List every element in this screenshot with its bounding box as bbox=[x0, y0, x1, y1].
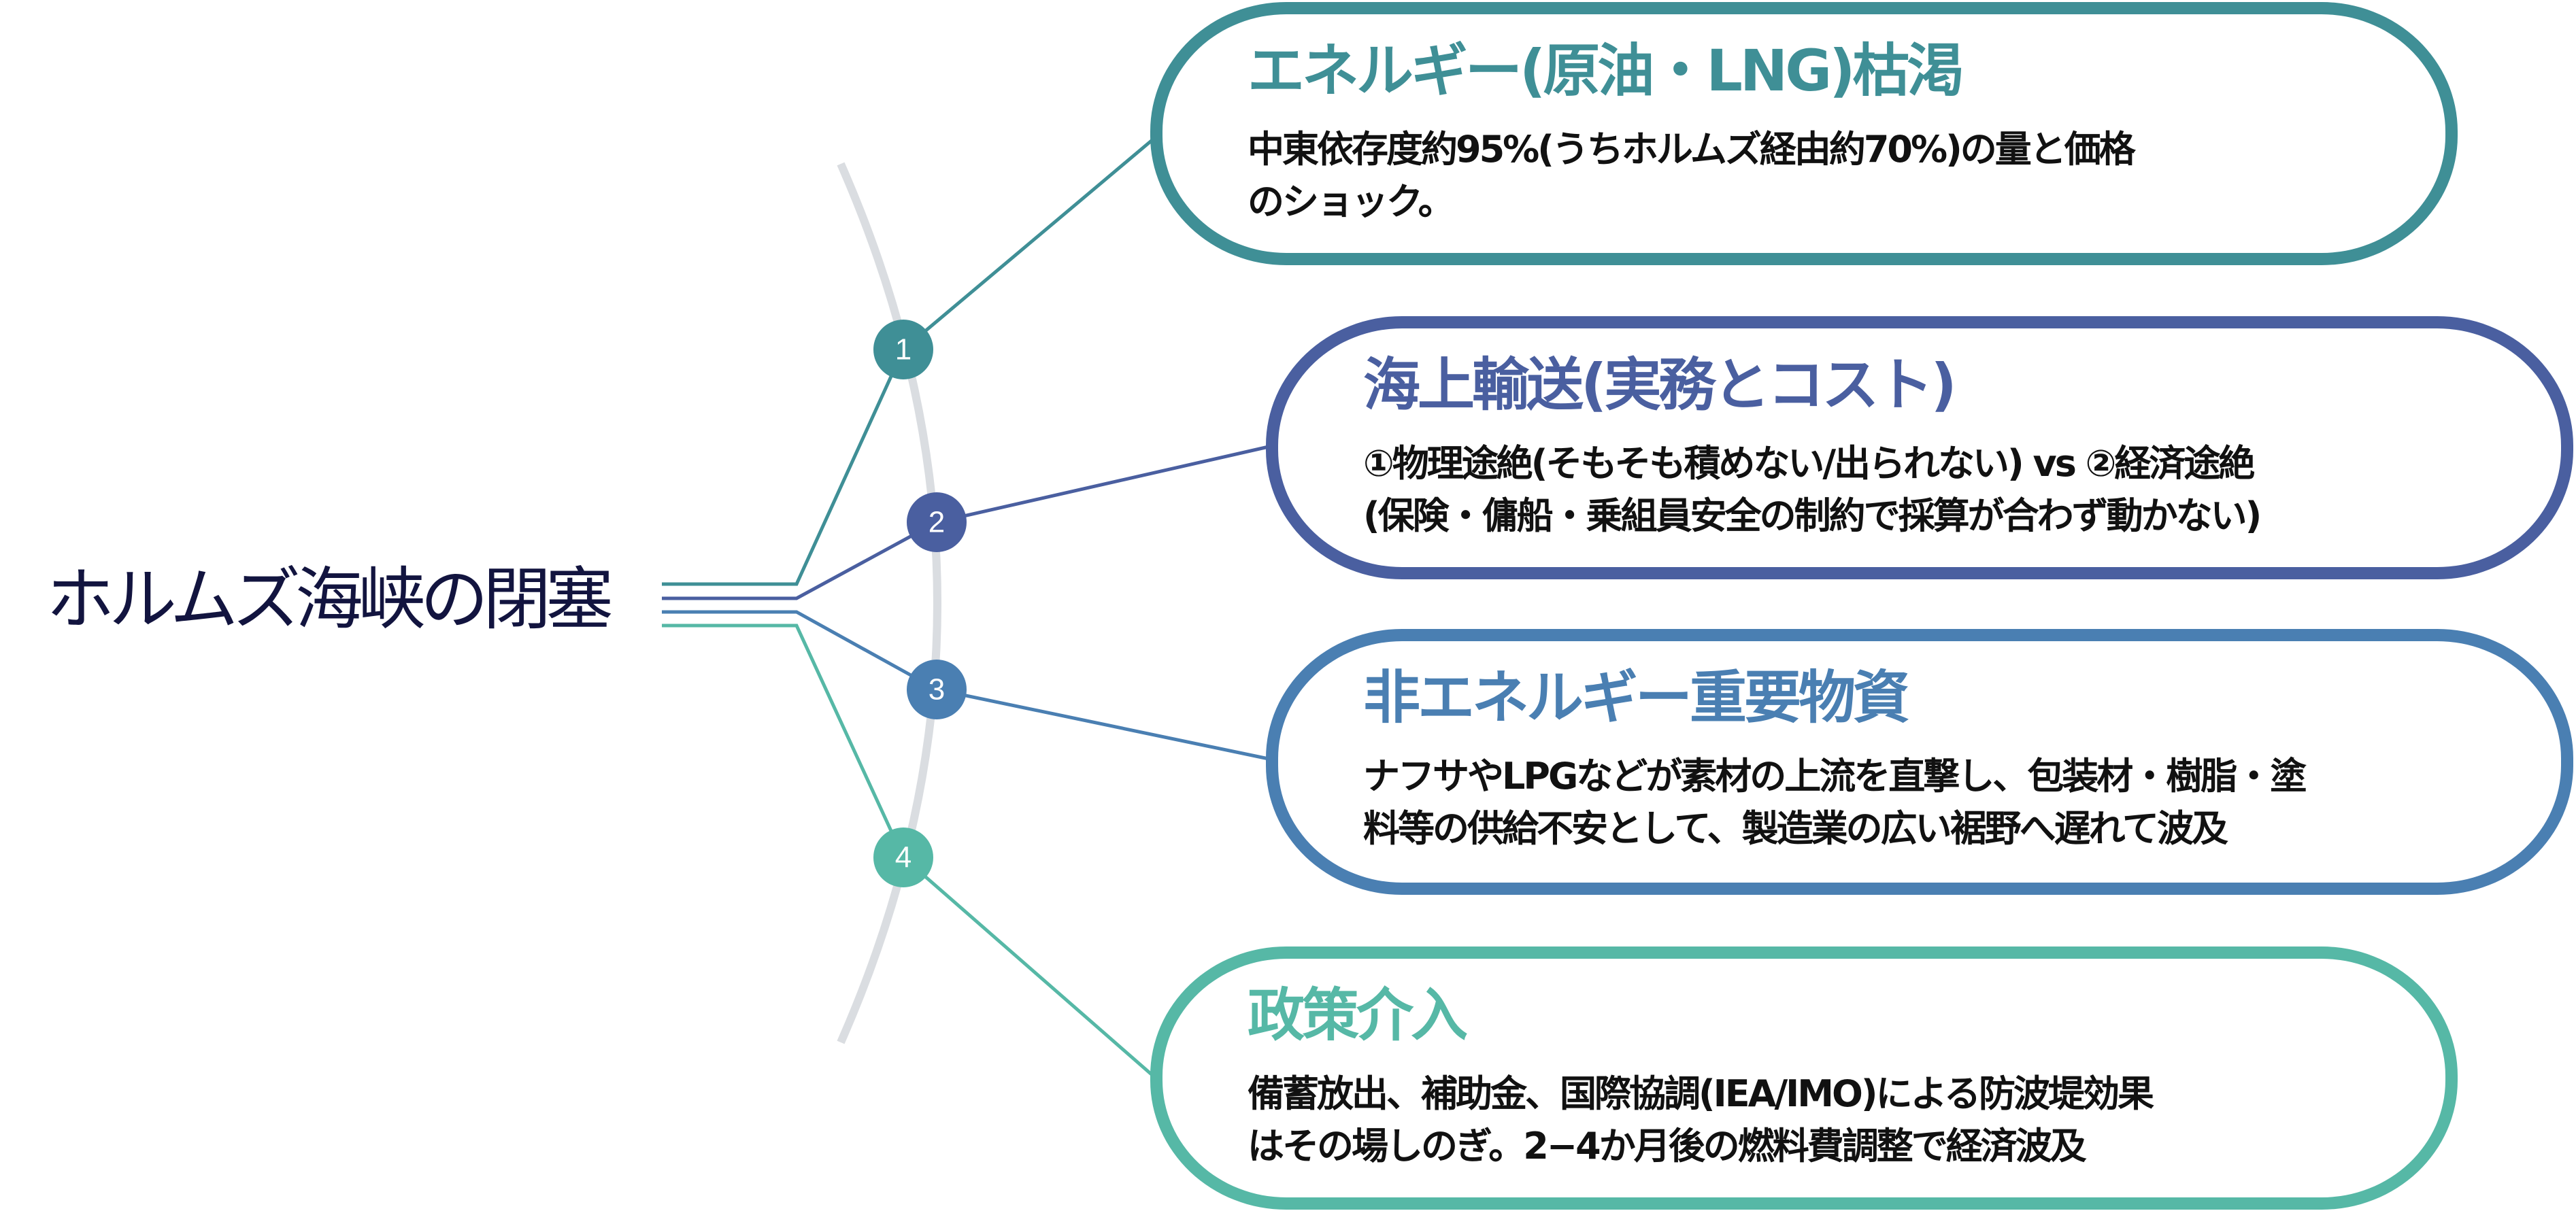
number-badge-1: 1 bbox=[873, 320, 933, 379]
connector-line-2 bbox=[936, 445, 1269, 524]
svg-text:3: 3 bbox=[929, 673, 945, 706]
description-line: のショック。 bbox=[1248, 180, 1455, 223]
description-line: 料等の供給不安として、製造業の広い裾野へ遅れて波及 bbox=[1363, 807, 2228, 850]
svg-text:4: 4 bbox=[895, 841, 911, 874]
connector-line-1 bbox=[902, 138, 1154, 351]
description-line: はその場しのぎ。2−4か月後の燃料費調整で経済波及 bbox=[1248, 1125, 2087, 1167]
fan-line-2 bbox=[662, 520, 938, 600]
arc-guide bbox=[837, 162, 941, 1044]
main-title: ホルムズ海峡の閉塞 bbox=[46, 560, 614, 639]
item-description: 中東依存度約95%(うちホルムズ経由約70%)の量と価格 のショック。 bbox=[1248, 123, 2136, 228]
item-title: 政策介入 bbox=[1248, 982, 1468, 1048]
item-card-2: 海上輸送(実務とコスト) ①物理途絶(そもそも積めない/出られない) vs ②経… bbox=[1266, 316, 2573, 579]
fan-line-3 bbox=[662, 610, 938, 692]
description-line: (保険・傭船・乗組員安全の制約で採算が合わず動かない) bbox=[1363, 494, 2262, 537]
number-badge-4: 4 bbox=[873, 828, 933, 887]
item-card-1: エネルギー(原油・LNG)枯渇 中東依存度約95%(うちホルムズ経由約70%)の… bbox=[1150, 2, 2458, 265]
item-card-3: 非エネルギー重要物資 ナフサやLPGなどが素材の上流を直撃し、包装材・樹脂・塗 … bbox=[1266, 629, 2573, 895]
number-badge-3: 3 bbox=[907, 660, 967, 719]
description-line: 中東依存度約95%(うちホルムズ経由約70%)の量と価格 bbox=[1248, 128, 2136, 171]
item-description: ナフサやLPGなどが素材の上流を直撃し、包装材・樹脂・塗 料等の供給不安として、… bbox=[1363, 750, 2307, 855]
number-badge-2: 2 bbox=[907, 492, 967, 552]
svg-text:1: 1 bbox=[895, 333, 911, 366]
item-title: 海上輸送(実務とコスト) bbox=[1363, 352, 1957, 418]
item-card-4: 政策介入 備蓄放出、補助金、国際協調(IEA/IMO)による防波堤効果 はその場… bbox=[1150, 946, 2458, 1210]
connector-line-3 bbox=[936, 687, 1269, 761]
item-description: ①物理途絶(そもそも積めない/出られない) vs ②経済途絶 (保険・傭船・乗組… bbox=[1363, 437, 2262, 542]
fan-line-1 bbox=[662, 348, 905, 586]
description-line: 備蓄放出、補助金、国際協調(IEA/IMO)による防波堤効果 bbox=[1248, 1072, 2154, 1115]
description-line: ナフサやLPGなどが素材の上流を直撃し、包装材・樹脂・塗 bbox=[1363, 755, 2307, 798]
svg-text:2: 2 bbox=[929, 506, 945, 539]
connector-line-4 bbox=[902, 856, 1154, 1077]
description-line: ①物理途絶(そもそも積めない/出られない) vs ②経済途絶 bbox=[1363, 442, 2255, 485]
item-title: エネルギー(原油・LNG)枯渇 bbox=[1248, 37, 1964, 104]
item-title: 非エネルギー重要物資 bbox=[1363, 664, 1910, 731]
fan-line-4 bbox=[662, 624, 905, 859]
item-description: 備蓄放出、補助金、国際協調(IEA/IMO)による防波堤効果 はその場しのぎ。2… bbox=[1248, 1068, 2154, 1172]
